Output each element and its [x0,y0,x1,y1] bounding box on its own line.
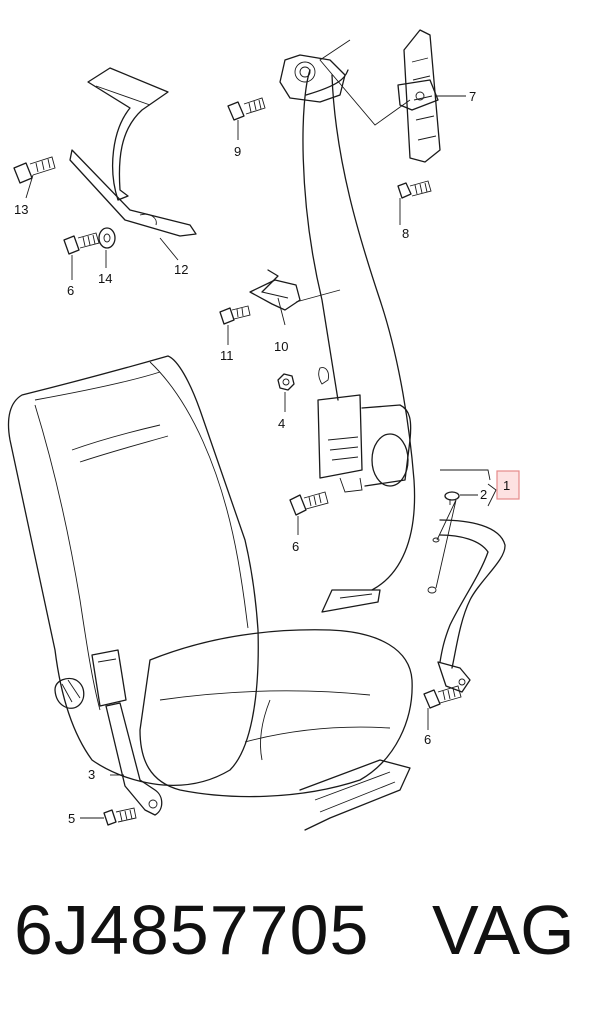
height-adjuster-part-7 [397,29,441,163]
cap-part-2 [427,491,460,594]
shoulder-belt-webbing [279,54,416,613]
callout-6-top: 6 [67,283,74,298]
seat-buckle-part-3 [91,649,163,816]
callout-7: 7 [469,89,476,104]
callout-6-low: 6 [424,732,431,747]
belt-guide-part-10 [249,269,301,311]
callout-11: 11 [220,348,234,363]
callout-2: 2 [480,487,487,502]
callout-1: 1 [503,478,510,493]
seat-belt-exploded-diagram: 1 2 3 4 5 6 6 6 7 8 9 10 11 12 13 14 [7,29,520,831]
seat-drawing [7,355,413,831]
callout-5: 5 [68,811,75,826]
bolt-part-9 [227,97,266,121]
belt-retractor [317,394,412,493]
lap-belt-webbing [437,519,506,693]
nut-part-4 [277,367,329,391]
callout-12: 12 [174,262,188,277]
bolt-part-6-mid [289,491,329,516]
leader-lines [25,39,497,819]
callout-10: 10 [274,339,288,354]
belt-guide-part-12 [69,67,197,237]
callout-3: 3 [88,767,95,782]
callout-1-highlight [496,470,520,500]
callout-4: 4 [278,416,285,431]
callout-9: 9 [234,144,241,159]
bolt-part-6-low [423,685,462,709]
callout-14: 14 [98,271,112,286]
callout-6-mid: 6 [292,539,299,554]
bolt-part-6-top [63,232,100,255]
callout-8: 8 [402,226,409,241]
brand-label: VAG [432,891,575,969]
bolt-part-11 [219,305,251,325]
bolt-part-5 [103,807,137,826]
washer-part-14 [98,227,116,249]
bolt-part-8 [397,180,432,199]
part-number: 6J4857705 [14,891,370,969]
callout-13: 13 [14,202,28,217]
bolt-part-13 [13,156,56,184]
